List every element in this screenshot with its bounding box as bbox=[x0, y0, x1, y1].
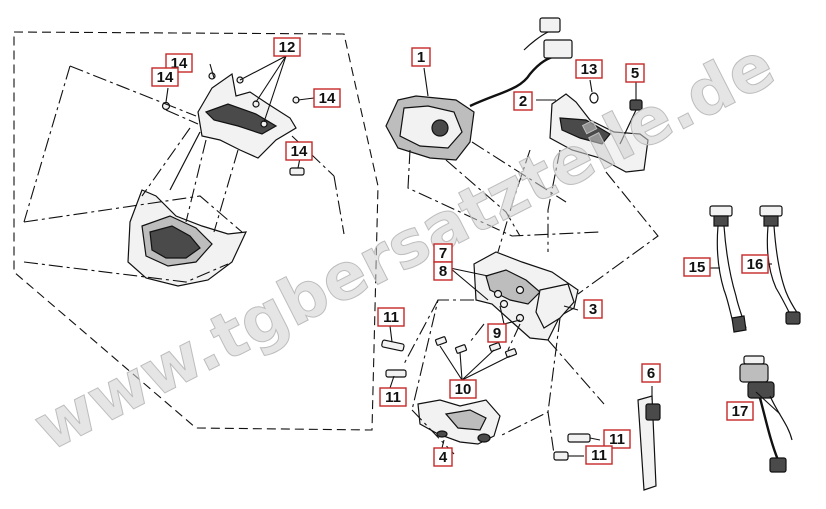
callout-11: 11 bbox=[379, 387, 407, 407]
o-ring bbox=[589, 92, 599, 104]
svg-text:11: 11 bbox=[609, 431, 625, 448]
callout-8: 8 bbox=[433, 261, 453, 281]
mounting-bracket bbox=[473, 251, 579, 341]
svg-text:5: 5 bbox=[631, 65, 639, 82]
svg-text:6: 6 bbox=[647, 365, 655, 382]
speedometer-unit bbox=[385, 17, 573, 161]
svg-text:11: 11 bbox=[591, 447, 607, 464]
callout-2: 2 bbox=[513, 91, 533, 111]
callout-7: 7 bbox=[433, 243, 453, 263]
svg-text:3: 3 bbox=[589, 301, 597, 318]
svg-text:1: 1 bbox=[417, 49, 425, 66]
headlight-inner-cover bbox=[169, 72, 297, 191]
screw-14-b bbox=[208, 72, 216, 80]
svg-text:17: 17 bbox=[732, 403, 749, 420]
callout-13: 13 bbox=[575, 59, 603, 79]
svg-text:10: 10 bbox=[455, 381, 472, 398]
callout-14: 14 bbox=[151, 67, 179, 87]
callout-3: 3 bbox=[583, 299, 603, 319]
bolt-11-c bbox=[567, 433, 591, 443]
svg-text:2: 2 bbox=[519, 93, 527, 110]
callout-11: 11 bbox=[603, 429, 631, 449]
front-cover-group-outline bbox=[13, 31, 379, 431]
svg-text:4: 4 bbox=[439, 449, 448, 466]
callout-12: 12 bbox=[273, 37, 301, 57]
callout-11: 11 bbox=[377, 307, 405, 327]
callout-14: 14 bbox=[285, 141, 313, 161]
callout-11: 11 bbox=[585, 445, 613, 465]
svg-text:14: 14 bbox=[291, 143, 308, 160]
callout-14: 14 bbox=[313, 88, 341, 108]
callout-1: 1 bbox=[411, 47, 431, 67]
callout-15: 15 bbox=[683, 257, 711, 277]
screws-12 bbox=[236, 76, 268, 128]
svg-text:14: 14 bbox=[157, 69, 174, 86]
callout-4: 4 bbox=[433, 447, 453, 467]
callout-9: 9 bbox=[487, 323, 507, 343]
switch-harness bbox=[739, 355, 793, 473]
callout-5: 5 bbox=[625, 63, 645, 83]
speedometer-holder bbox=[549, 93, 649, 173]
svg-text:11: 11 bbox=[385, 389, 401, 406]
callout-17: 17 bbox=[726, 401, 754, 421]
bottom-bracket bbox=[417, 399, 501, 445]
indicator-lamp-15 bbox=[709, 205, 747, 333]
callout-6: 6 bbox=[641, 363, 661, 383]
callout-10: 10 bbox=[449, 379, 477, 399]
svg-text:12: 12 bbox=[279, 39, 296, 56]
svg-text:9: 9 bbox=[493, 325, 501, 342]
indicator-lamp-16 bbox=[759, 205, 801, 325]
front-lower-cover bbox=[127, 189, 247, 287]
svg-text:15: 15 bbox=[689, 259, 706, 276]
nuts-9 bbox=[493, 285, 525, 323]
svg-text:14: 14 bbox=[319, 90, 336, 107]
bolt-11-a bbox=[381, 339, 405, 352]
callout-16: 16 bbox=[741, 254, 769, 274]
svg-text:11: 11 bbox=[383, 309, 399, 326]
screws-10 bbox=[434, 336, 518, 358]
svg-text:8: 8 bbox=[439, 263, 447, 280]
svg-text:7: 7 bbox=[439, 245, 447, 262]
bolt-11-b bbox=[385, 369, 407, 378]
cable-tie bbox=[637, 395, 661, 491]
svg-text:16: 16 bbox=[747, 256, 764, 273]
bolt-11-d bbox=[553, 451, 569, 461]
svg-text:13: 13 bbox=[581, 61, 598, 78]
screw-14-d bbox=[289, 167, 305, 176]
